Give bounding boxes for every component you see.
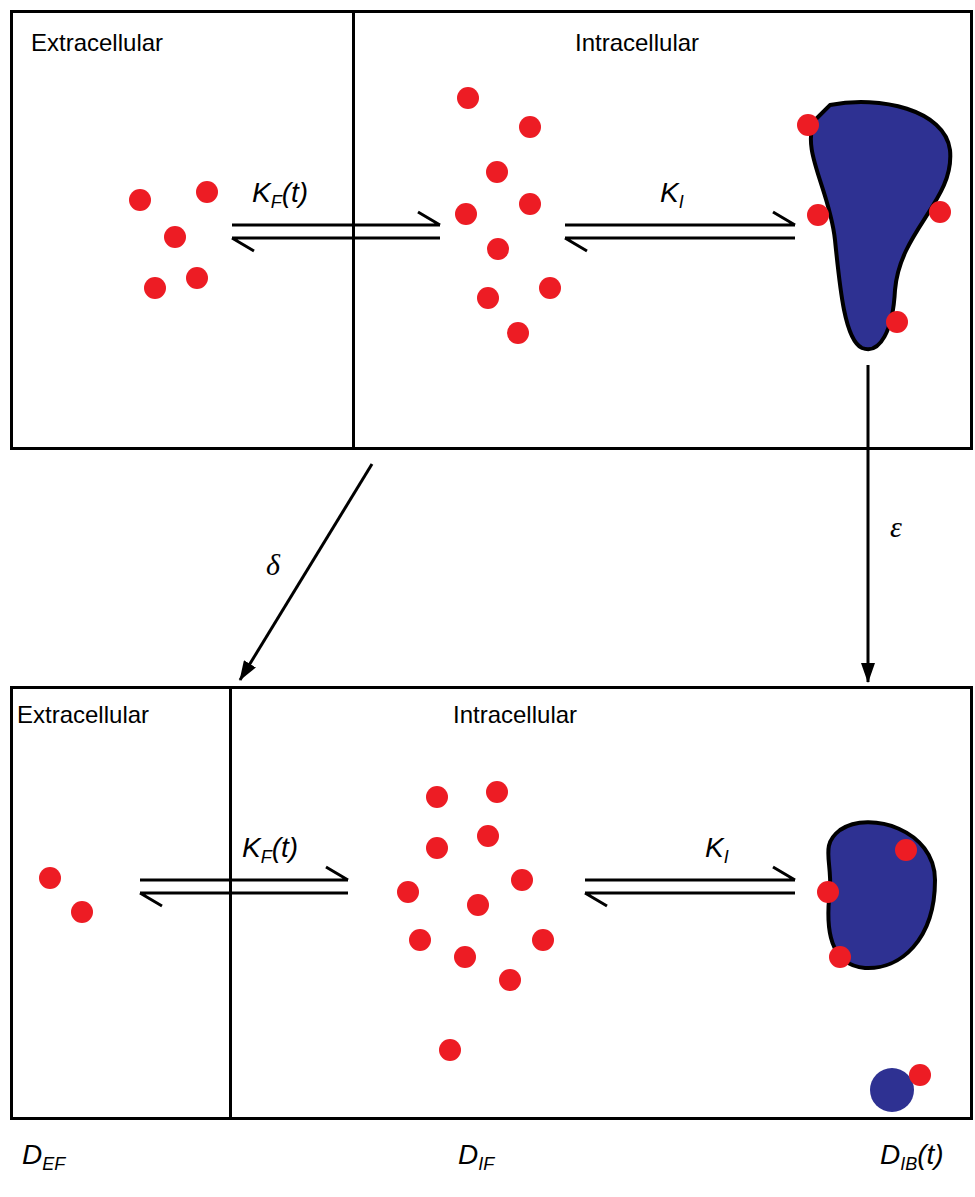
drug-molecules xyxy=(39,87,951,1086)
drug-molecule xyxy=(895,839,917,861)
drug-molecule xyxy=(539,277,561,299)
forward-harpoon xyxy=(565,212,795,225)
drug-molecule xyxy=(486,161,508,183)
drug-molecule xyxy=(454,946,476,968)
drug-molecule xyxy=(196,181,218,203)
intracellular-compartment: Intracellular xyxy=(229,686,973,1120)
transition-arrow xyxy=(240,464,372,680)
drug-molecule xyxy=(144,277,166,299)
forward-harpoon xyxy=(232,212,440,225)
reverse-harpoon xyxy=(232,238,440,251)
rate-constant: KF(t) xyxy=(252,178,308,213)
extracellular-compartment: Extracellular xyxy=(10,10,355,450)
transition-arrow xyxy=(867,365,870,682)
drug-molecule xyxy=(886,311,908,333)
binding-site-blob xyxy=(811,102,950,349)
compartment-title: Intracellular xyxy=(575,29,699,57)
drug-molecule xyxy=(532,929,554,951)
drug-molecule xyxy=(507,322,529,344)
extracellular-compartment: Extracellular xyxy=(10,686,232,1120)
drug-molecule xyxy=(817,881,839,903)
rate-constant: KI xyxy=(705,833,729,868)
transition-rate: δ xyxy=(266,550,280,580)
reverse-harpoon xyxy=(585,893,795,906)
drug-molecule xyxy=(457,87,479,109)
drug-molecule xyxy=(397,881,419,903)
rate-constant: KI xyxy=(660,178,684,213)
reverse-harpoon xyxy=(140,893,348,906)
reverse-harpoon xyxy=(565,238,795,251)
transition-rate: ε xyxy=(890,512,902,542)
binding-sites xyxy=(811,102,950,1112)
drug-molecule xyxy=(499,969,521,991)
drug-molecule xyxy=(929,201,951,223)
equilibrium-arrows xyxy=(140,212,795,906)
drug-molecule xyxy=(511,869,533,891)
small-binding-site xyxy=(870,1068,914,1112)
drug-molecule xyxy=(477,287,499,309)
compartment-symbol: DEF xyxy=(22,1140,65,1175)
rate-constant: KF(t) xyxy=(242,833,298,868)
compartment-symbol: DIB(t) xyxy=(880,1140,944,1175)
compartment-title: Extracellular xyxy=(31,29,163,57)
drug-molecule xyxy=(39,867,61,889)
drug-molecule xyxy=(797,114,819,136)
drug-molecule xyxy=(519,116,541,138)
forward-harpoon xyxy=(585,867,795,880)
drug-molecule xyxy=(409,929,431,951)
forward-harpoon xyxy=(140,867,348,880)
drug-molecule xyxy=(909,1064,931,1086)
drug-molecule xyxy=(487,238,509,260)
drug-molecule xyxy=(477,825,499,847)
drug-molecule xyxy=(829,946,851,968)
drug-molecule xyxy=(71,901,93,923)
compartment-symbol: DIF xyxy=(458,1140,494,1175)
drug-molecule xyxy=(467,894,489,916)
compartment-title: Extracellular xyxy=(17,701,149,729)
compartment-title: Intracellular xyxy=(453,701,577,729)
drug-molecule xyxy=(164,226,186,248)
drug-molecule xyxy=(426,786,448,808)
drug-molecule xyxy=(455,203,477,225)
drug-molecule xyxy=(439,1039,461,1061)
drug-molecule xyxy=(519,193,541,215)
drug-molecule xyxy=(186,267,208,289)
drug-molecule xyxy=(486,781,508,803)
intracellular-compartment: Intracellular xyxy=(352,10,973,450)
drug-molecule xyxy=(807,204,829,226)
drug-molecule xyxy=(129,189,151,211)
drug-molecule xyxy=(426,837,448,859)
binding-site-blob xyxy=(828,822,935,968)
